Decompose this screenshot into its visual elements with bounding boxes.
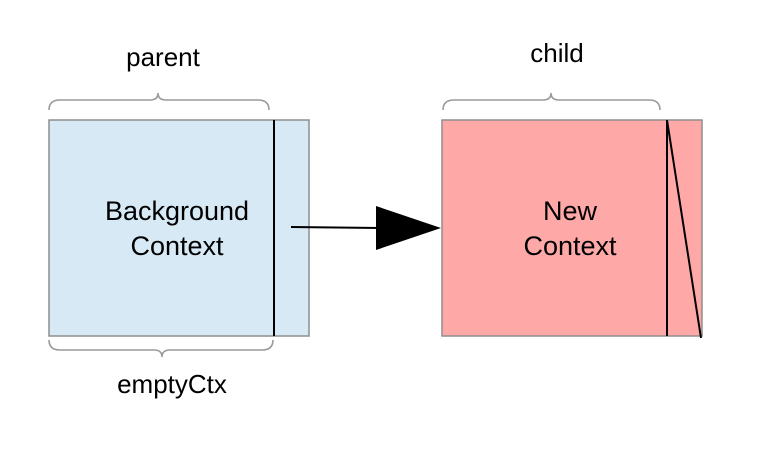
new-context-text-line1: New (543, 196, 598, 226)
arrow-head (376, 206, 441, 250)
empty-ctx-label: emptyCtx (117, 369, 227, 399)
arrow-shaft (290, 226, 381, 229)
empty-ctx-brace (48, 339, 274, 358)
child-brace (442, 92, 661, 111)
new-context-box (441, 119, 703, 337)
parent-brace (48, 92, 270, 111)
new-context-diagonal-line (666, 119, 702, 339)
child-label: child (530, 38, 583, 68)
new-context-text-line2: Context (523, 231, 617, 261)
parent-label: parent (126, 42, 200, 72)
background-context-box (48, 119, 310, 337)
background-context-text-line2: Context (130, 231, 224, 261)
background-context-text-line1: Background (105, 196, 249, 226)
